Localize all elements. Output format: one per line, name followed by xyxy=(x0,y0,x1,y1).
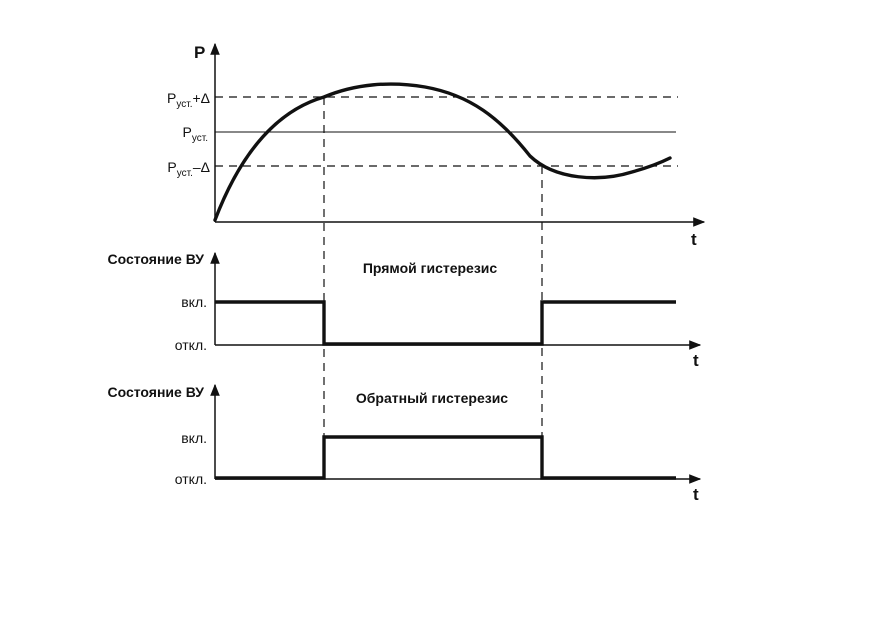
reverse-state-signal xyxy=(215,435,676,480)
direct-x-axis-label: t xyxy=(693,351,699,370)
setpoint-label: Руст. xyxy=(183,124,208,144)
direct-title: Прямой гистерезис xyxy=(363,260,498,276)
pressure-chart: Р t Руст.+Δ Руст. Руст.–Δ xyxy=(167,42,706,249)
direct-on-label: вкл. xyxy=(181,294,207,310)
y-axis-label: Р xyxy=(194,43,205,62)
reverse-title: Обратный гистерезис xyxy=(356,390,508,406)
reverse-on-label: вкл. xyxy=(181,430,207,446)
reverse-hysteresis-chart: Состояние ВУ Обратный гистерезис вкл. от… xyxy=(108,383,702,504)
reverse-y-axis-label: Состояние ВУ xyxy=(108,384,205,400)
lower-level-label: Руст.–Δ xyxy=(167,159,210,179)
direct-y-axis-label: Состояние ВУ xyxy=(108,251,205,267)
x-axis-label: t xyxy=(691,230,697,249)
direct-off-label: откл. xyxy=(175,337,207,353)
reverse-off-label: откл. xyxy=(175,471,207,487)
reverse-x-axis-label: t xyxy=(693,485,699,504)
upper-level-label: Руст.+Δ xyxy=(167,90,210,110)
direct-hysteresis-chart: Состояние ВУ Прямой гистерезис вкл. откл… xyxy=(108,251,702,370)
pressure-curve xyxy=(213,82,672,222)
direct-state-signal xyxy=(215,300,676,346)
